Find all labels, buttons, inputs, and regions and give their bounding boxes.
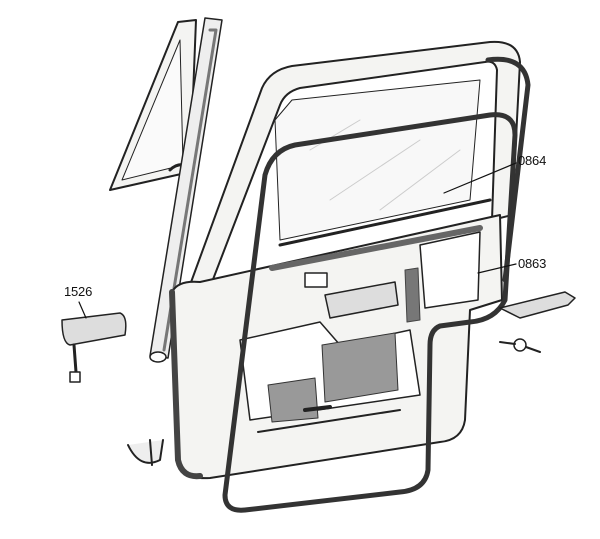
hinge-bracket bbox=[127, 439, 164, 466]
window-channel bbox=[149, 17, 223, 363]
leader-line-0864 bbox=[443, 162, 517, 194]
vent-window bbox=[109, 19, 197, 191]
callout-0863: 0863 bbox=[518, 256, 547, 271]
door-seal bbox=[222, 112, 518, 513]
sun-visor bbox=[61, 312, 127, 383]
callout-0864: 0864 bbox=[518, 153, 547, 168]
leader-line-0863 bbox=[477, 263, 517, 274]
door-strap bbox=[499, 291, 576, 353]
callout-1526: 1526 bbox=[64, 284, 93, 299]
door-panel bbox=[169, 198, 503, 480]
leader-line-1526 bbox=[78, 301, 87, 319]
